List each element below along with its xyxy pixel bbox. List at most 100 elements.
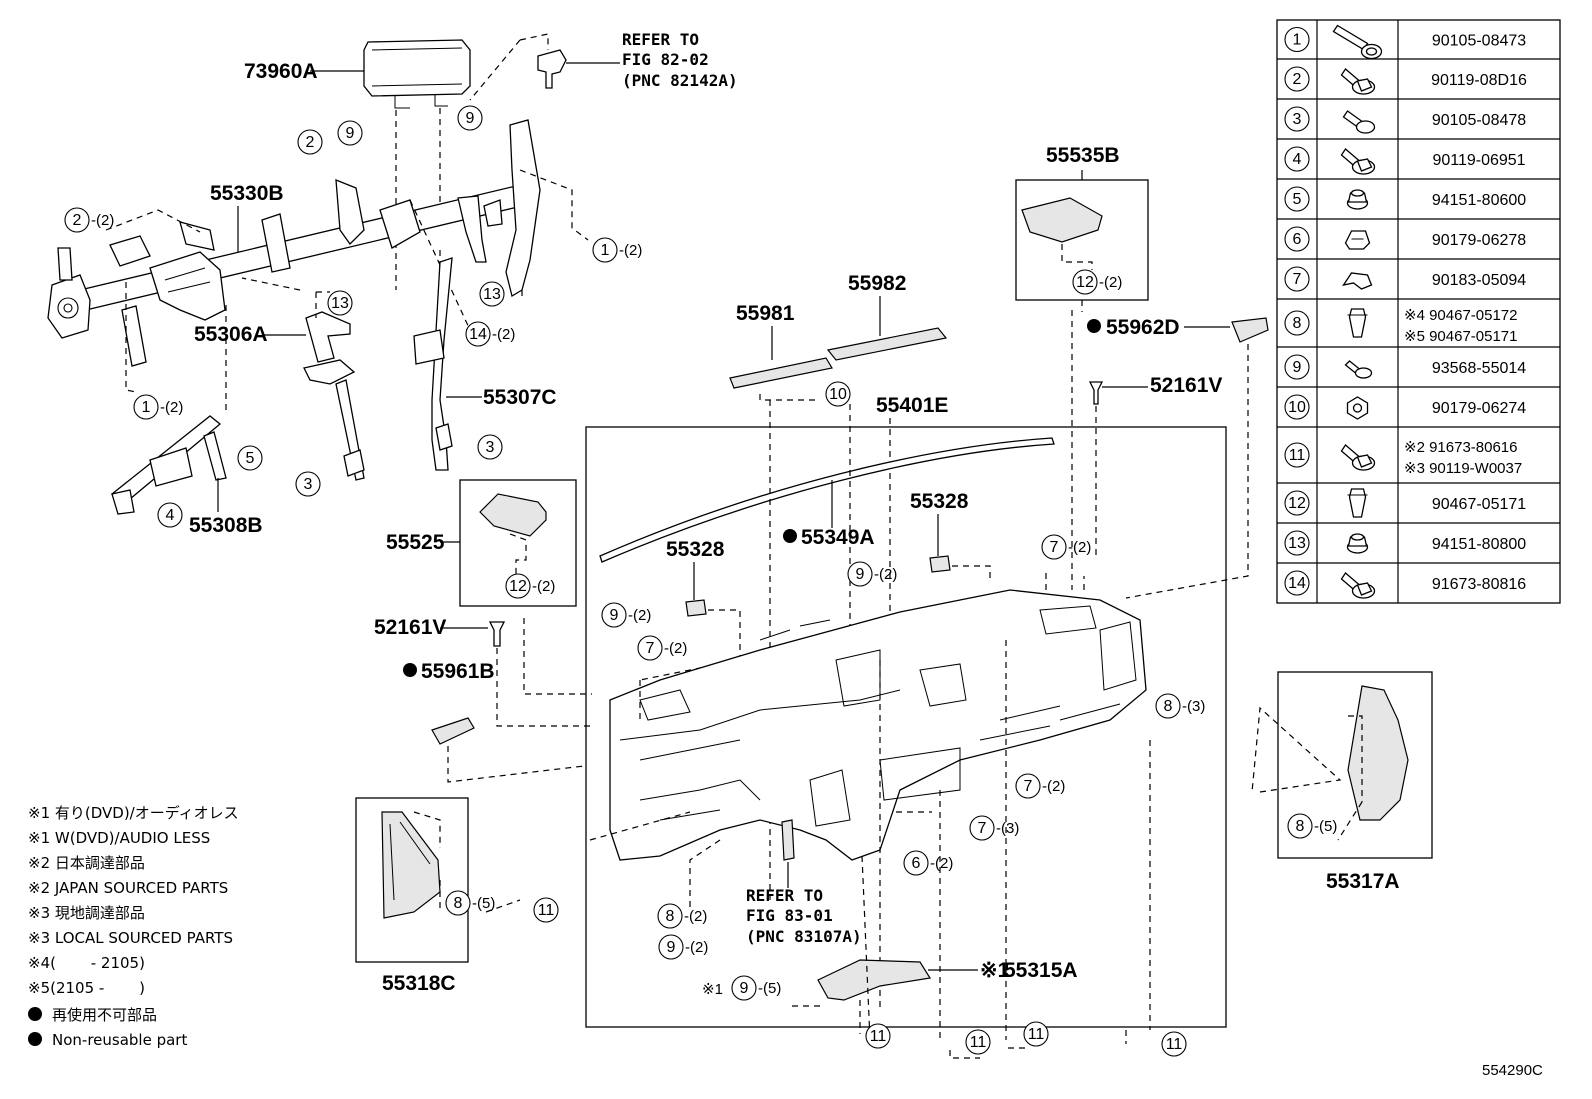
callout-number: 12: [1076, 274, 1094, 291]
non-reusable-mark: [403, 663, 417, 677]
clip-u-nut-icon: [1342, 272, 1373, 290]
row-ref-circle: [1284, 66, 1310, 92]
cover-55535B-drawing: [1021, 197, 1103, 243]
refer-top-line1: REFER TO: [622, 30, 699, 49]
legend-line-3: ※2 日本調達部品: [28, 854, 145, 872]
part-label-55981: 55981: [736, 302, 795, 325]
side-cover-55317A-drawing: [1347, 685, 1409, 821]
legend: ※1 有り(DVD)/オーディオレス ※1 W(DVD)/AUDIO LESS …: [28, 804, 239, 1049]
airbag-module-drawing: [363, 39, 471, 109]
row-part-number: ※3 90119-W0037: [1404, 460, 1522, 477]
callout-number: 1: [601, 242, 610, 259]
callout-number: 9: [610, 607, 619, 624]
callout-10: 10: [825, 381, 851, 407]
callout-number: 8: [1164, 698, 1173, 715]
refer-bottom-line1: REFER TO: [746, 886, 823, 905]
callout-quantity: -(2): [619, 242, 642, 259]
callout-quantity: -(2): [684, 908, 707, 925]
callout-7: 7-(2): [1015, 773, 1065, 799]
callout-number: 3: [486, 439, 495, 456]
bolt-washer-short-icon: [1342, 110, 1376, 134]
callout-number: 10: [829, 386, 847, 403]
screw-short-icon: [1344, 360, 1373, 379]
callout-9: 9-(2): [847, 561, 897, 587]
part-label-55525: 55525: [386, 531, 445, 554]
callout-number: 7: [1050, 539, 1059, 556]
part-label-55307C: 55307C: [483, 386, 557, 409]
callout-9: 9-(2): [658, 934, 708, 960]
callout-quantity: -(2): [160, 399, 183, 416]
callout-quantity: -(5): [472, 895, 495, 912]
row-ref-circle: [1284, 226, 1310, 252]
bracket-55315A-drawing: [817, 959, 931, 1001]
callout-7: 7-(2): [637, 635, 687, 661]
callout-7: 7-(2): [1041, 534, 1091, 560]
callout-number: 13: [331, 295, 349, 312]
callout-13: 13: [327, 290, 353, 316]
callout-3: 3: [477, 434, 503, 460]
callout-number: 13: [483, 286, 501, 303]
legend-line-9: 再使用不可部品: [52, 1006, 157, 1024]
callout-2: 2 -(2): [64, 207, 114, 233]
row-ref-number: 7: [1293, 271, 1302, 288]
callout-14: 14-(2): [465, 321, 515, 347]
row-part-number: 93568-55014: [1432, 360, 1526, 377]
part-label-55982: 55982: [848, 272, 906, 295]
row-ref-circle: [1284, 354, 1310, 380]
callout-quantity: -(2): [664, 640, 687, 657]
legend-line-7: ※4( - 2105): [28, 954, 145, 972]
callout-11: 11: [1023, 1021, 1049, 1047]
instrument-panel-drawing: [609, 589, 1147, 861]
row-ref-circle: [1284, 106, 1310, 132]
row-ref-number: 12: [1288, 495, 1306, 512]
callout-number: 12: [509, 578, 527, 595]
row-part-number: 90105-08473: [1432, 33, 1526, 50]
callout-11: 11: [533, 897, 559, 923]
row-part-number: 94151-80600: [1432, 192, 1526, 209]
callout-8: 8 -(2): [657, 903, 707, 929]
non-reusable-bullet-1: [28, 1007, 42, 1021]
callout-quantity: -(2): [1042, 778, 1065, 795]
callout-quantity: -(2): [628, 607, 651, 624]
row-part-number: 94151-80800: [1432, 536, 1526, 553]
nut-hex-icon: [1346, 533, 1369, 554]
row-ref-circle: [1284, 570, 1310, 596]
bolt-flange-icon: [1340, 572, 1376, 599]
refer-bottom-line2: FIG 83-01: [746, 906, 833, 925]
callout-number: 1: [142, 399, 151, 416]
callout-number: 2: [73, 212, 82, 229]
part-label-55330B: 55330B: [210, 182, 284, 205]
non-reusable-bullet-2: [28, 1032, 42, 1046]
callout-12: 12-(2): [505, 573, 555, 599]
callout-8: 8-(3): [1155, 693, 1205, 719]
callout-1: 1 -(2): [592, 237, 642, 263]
row-part-number: 91673-80816: [1432, 576, 1526, 593]
callout-quantity: -(3): [996, 820, 1019, 837]
callout-quantity: -(2): [91, 212, 114, 229]
illustration-code: 554290C: [1482, 1062, 1543, 1079]
bracket-55306A-drawing: [303, 311, 365, 481]
callout-8: 8-(5): [445, 890, 495, 916]
row-part-number: 90105-08478: [1432, 112, 1526, 129]
callout-number: 11: [538, 902, 555, 919]
part-label-55328-center: 55328: [910, 490, 969, 513]
callout-quantity: -(2): [1099, 274, 1122, 291]
callout-9: 9 -(2): [601, 602, 651, 628]
nut-hex-icon: [1346, 189, 1369, 210]
table-frame: [1276, 19, 1561, 604]
callout-9: 9-(5): [731, 975, 781, 1001]
callout-9: 9: [457, 105, 483, 131]
part-label-55308B: 55308B: [189, 514, 263, 537]
row-ref-number: 9: [1293, 359, 1302, 376]
callout-number: 4: [166, 507, 175, 524]
legend-line-6: ※3 LOCAL SOURCED PARTS: [28, 929, 233, 947]
callout-7: 7-(3): [969, 815, 1019, 841]
row-part-number: ※5 90467-05171: [1404, 328, 1518, 345]
callout-number: 8: [666, 908, 675, 925]
